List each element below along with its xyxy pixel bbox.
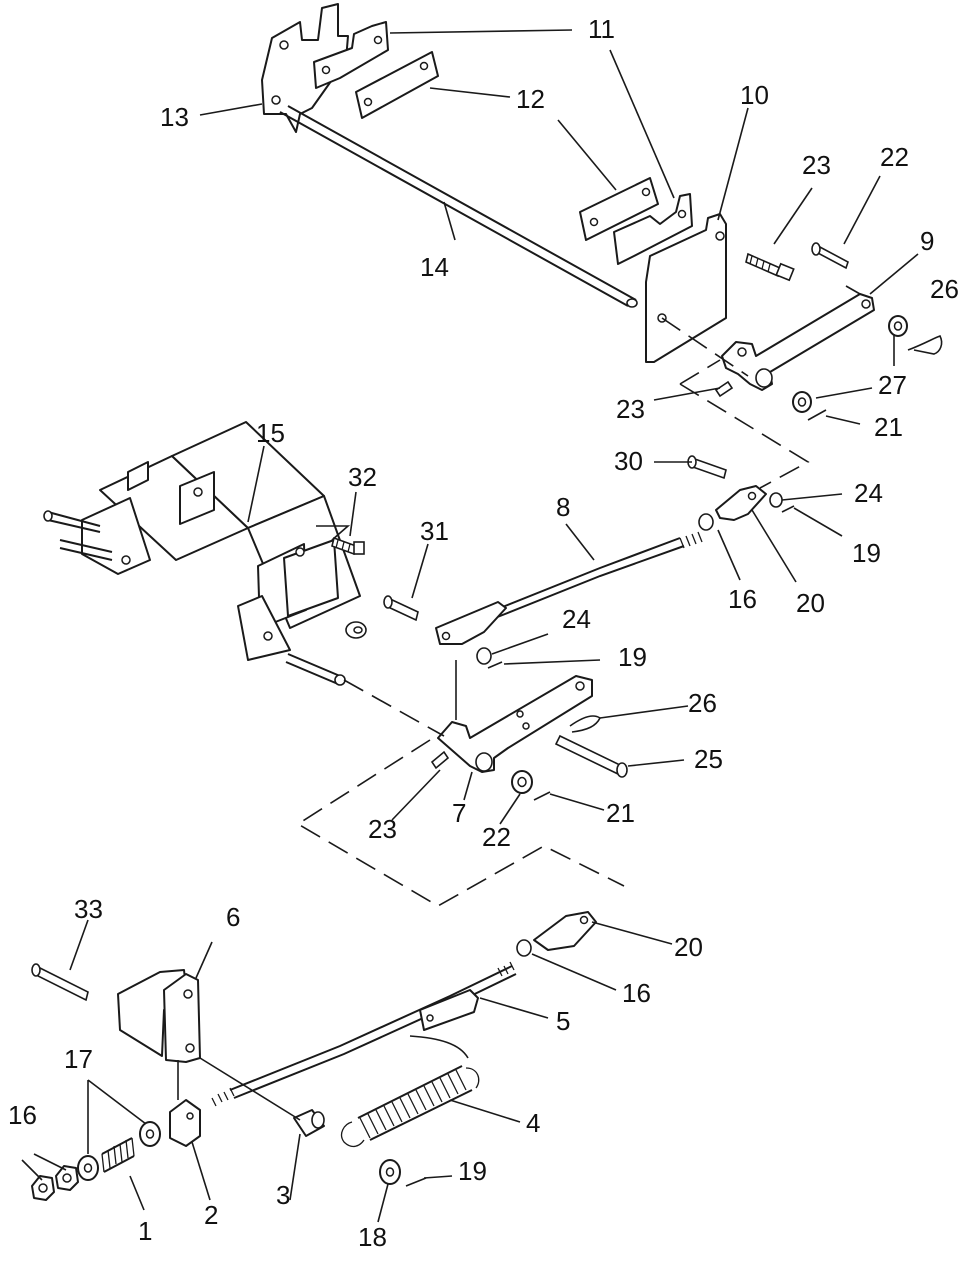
rockshaft-frame [43,421,367,686]
callout-22: 22 [482,822,511,852]
callout-24-upper: 24 [854,478,883,508]
callout-31: 31 [420,516,449,546]
callout-17: 17 [64,1044,93,1074]
callout-26-mid: 26 [688,688,717,718]
extension-spring [340,1035,480,1148]
callout-28: 22 [880,142,909,172]
callout-12: 12 [516,84,545,114]
cotter-pin-19-mid [487,661,503,669]
callout-20-lower: 20 [674,932,703,962]
callout-5: 5 [556,1006,570,1036]
callout-21-upper: 21 [874,412,903,442]
callout-21-lower: 21 [606,798,635,828]
nut-pair-16 [31,1165,79,1201]
callout-33: 33 [74,894,103,924]
right-mount-bracket [645,213,727,363]
callout-25: 25 [694,744,723,774]
callout-10: 10 [740,80,769,110]
washer-24-upper [769,492,783,508]
lever-arm-upper [721,293,875,391]
callout-9: 9 [920,226,934,256]
clevis-pin-25 [554,734,628,778]
callout-27: 27 [878,370,907,400]
callout-20-upper: 20 [796,588,825,618]
callout-18: 18 [358,1222,387,1252]
clevis-upper [715,485,767,521]
callout-19-mid: 19 [618,642,647,672]
callout-23-top: 23 [616,394,645,424]
nut-16-upper [698,513,714,531]
grease-fitting-upper [714,380,734,398]
notched-plate-upper [313,21,389,89]
callout-23-lower: 23 [368,814,397,844]
callout-16-lower: 16 [622,978,651,1008]
callout-3: 3 [276,1180,290,1210]
hairpin-clip-upper [907,335,943,355]
adjuster-block [169,1099,201,1147]
washer-22 [511,770,533,794]
callout-14: 14 [420,252,449,282]
link-rod [435,531,703,645]
callout-leaders [21,29,919,1223]
clevis-pin-30 [687,455,727,480]
callout-6: 6 [226,902,240,932]
cotter-pin-19-upper [781,505,795,513]
callout-30: 30 [614,446,643,476]
callout-16-nuts: 16 [8,1100,37,1130]
cross-rod [279,105,637,307]
callout-labels: 13 11 12 10 14 23 22 9 26 27 23 23 21 30… [8,14,959,1252]
bolt-29 [745,252,795,282]
bolt-33 [31,963,89,1002]
callout-11: 11 [588,14,615,44]
washer-27 [792,315,908,413]
callout-4: 4 [526,1108,540,1138]
bolt-32 [331,536,365,556]
cotter-pin-upper [807,409,827,421]
compression-spring [101,1137,135,1173]
grease-fitting-lower [430,750,450,770]
cotter-pin-21-lower [533,791,551,801]
clevis-pin-28 [811,242,849,270]
callout-15: 15 [256,418,285,448]
clevis-lower [533,911,597,951]
cotter-pin-19-lower [405,1177,427,1187]
flat-plate-upper [355,51,439,119]
lever-arm-lower [437,675,593,773]
callout-16-upper: 16 [728,584,757,614]
washer-24-mid [476,647,492,665]
control-rod [211,961,517,1107]
callout-2: 2 [204,1200,218,1230]
bushing [293,1109,325,1137]
callout-8: 8 [556,492,570,522]
callout-19-lower: 19 [458,1156,487,1186]
callout-13: 13 [160,102,189,132]
callout-26-upper: 26 [930,274,959,304]
callout-32: 32 [348,462,377,492]
callout-19-upper: 19 [852,538,881,568]
callout-7: 7 [452,798,466,828]
left-mount-bracket [261,3,349,133]
nut-16-lower [516,939,532,957]
callout-29: 23 [802,150,831,180]
clevis-pin-31 [383,595,419,622]
flat-plate-lower [579,177,659,241]
callout-24-mid: 24 [562,604,591,634]
pedal-bracket [117,969,201,1063]
notched-plate-lower [613,193,693,265]
hairpin-clip-lower [569,715,602,733]
callout-1: 1 [138,1216,152,1246]
